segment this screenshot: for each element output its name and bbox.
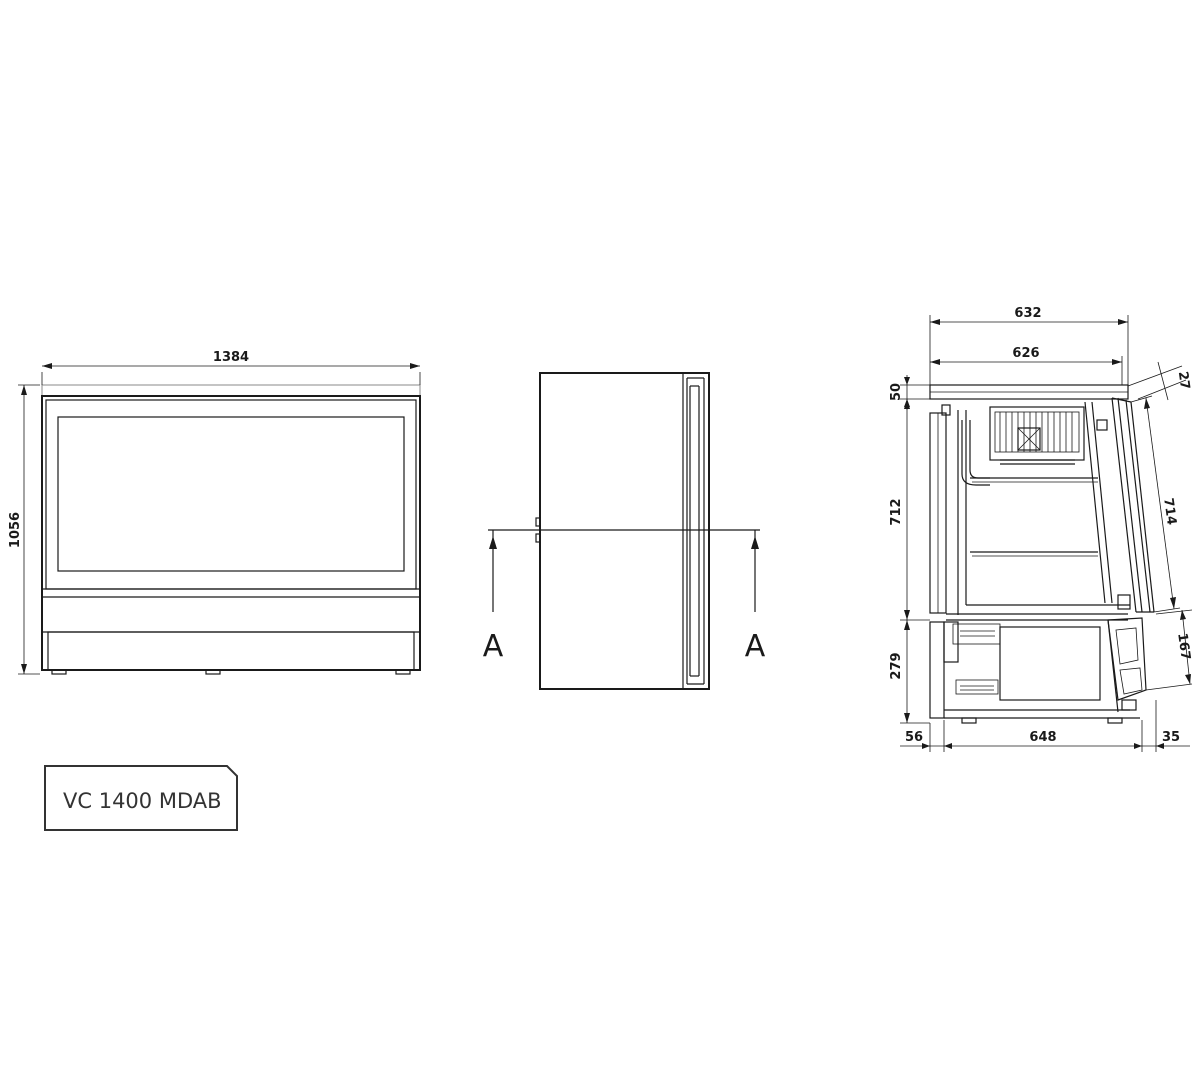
dimension-27-label: 27: [1175, 371, 1192, 391]
model-tag: VC 1400 MDAB: [44, 765, 238, 831]
section-cut-line: A A: [483, 529, 766, 664]
section-view: 632 626 50 712: [889, 306, 1193, 752]
dimension-626-label: 626: [1012, 346, 1039, 361]
dimension-712-label: 712: [889, 498, 904, 525]
front-view: 1384 1056: [8, 350, 421, 675]
dimension-35-label: 35: [1162, 730, 1180, 745]
front-width-label: 1384: [213, 350, 249, 365]
dimension-714-label: 714: [1160, 497, 1179, 526]
front-height-dimension: 1056: [8, 384, 40, 675]
dimension-279-label: 279: [889, 652, 904, 679]
dimension-632-label: 632: [1014, 306, 1041, 321]
dimension-50: 50: [889, 375, 930, 410]
section-label-left: A: [483, 629, 504, 664]
dimension-712: 712: [889, 399, 930, 621]
dimension-632: 632: [929, 306, 1129, 385]
section-label-right: A: [745, 629, 766, 664]
dimension-626: 626: [930, 346, 1123, 385]
bottom-dimensions: 56 648 35: [900, 700, 1190, 752]
side-view: A A: [483, 372, 766, 690]
dimension-27: 27: [1127, 361, 1192, 401]
dimension-648-label: 648: [1029, 730, 1056, 745]
dimension-279: 279: [889, 620, 930, 724]
front-height-label: 1056: [8, 512, 23, 548]
dimension-714: 714: [1130, 395, 1181, 613]
dimension-167-label: 167: [1174, 632, 1193, 661]
front-width-dimension: 1384: [41, 350, 421, 385]
dimension-56-label: 56: [905, 730, 923, 745]
dimension-50-label: 50: [889, 383, 904, 401]
dimension-167: 167: [1145, 609, 1193, 691]
model-tag-label: VC 1400 MDAB: [63, 789, 222, 813]
